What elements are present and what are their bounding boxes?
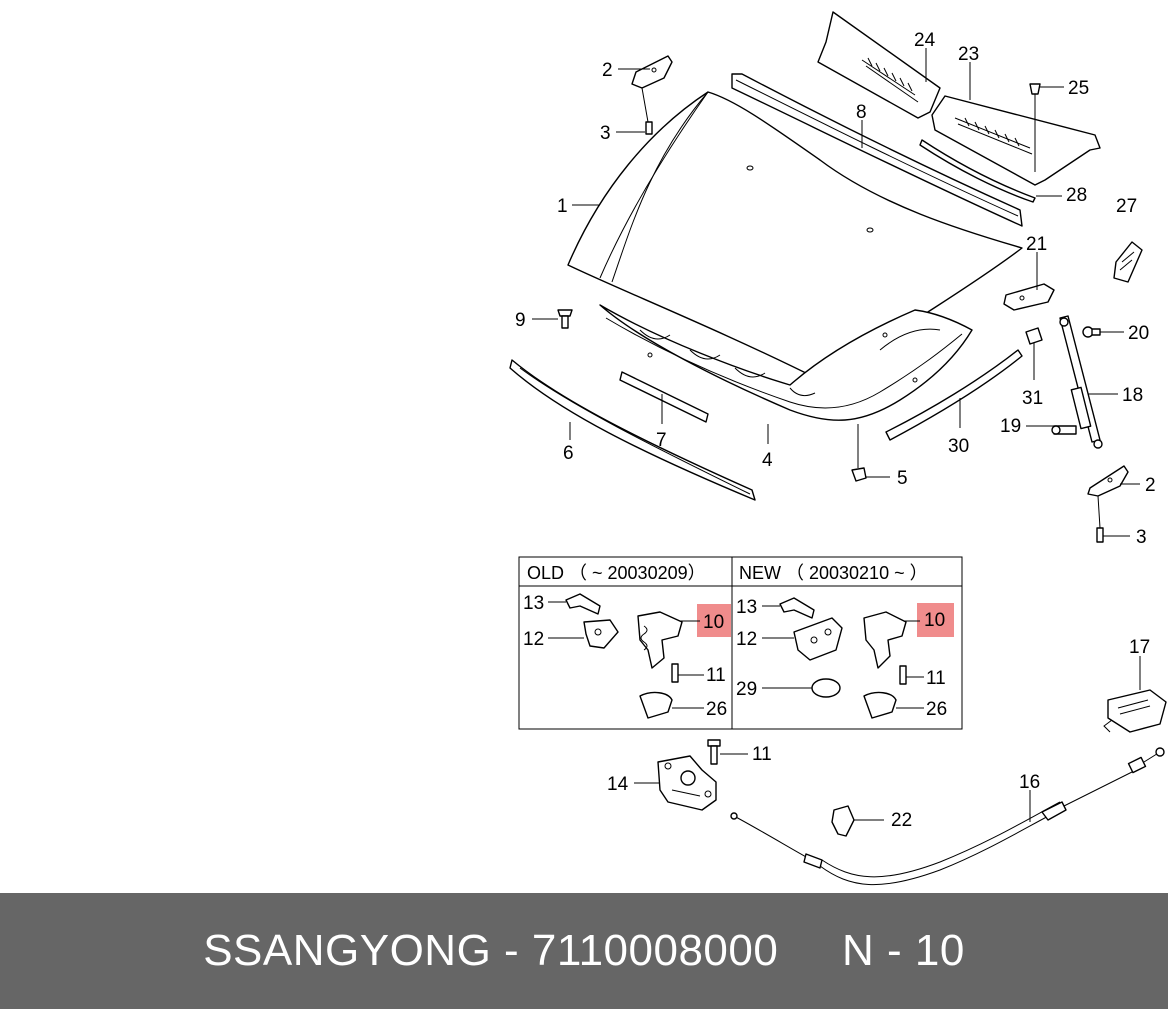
emblem [1113,241,1143,283]
center-seal [619,371,709,423]
new-label-29: 29 [736,679,757,700]
latch-bolt [707,739,748,765]
hood-hinge-upper [631,55,673,135]
label-5: 5 [897,468,908,489]
old-label-26: 26 [706,699,727,720]
new-label-10: 10 [924,610,945,631]
label-11: 11 [752,744,772,765]
gas-strut [1059,315,1103,449]
label-8: 8 [856,102,867,123]
part-number-banner: SSANGYONG - 7110008000 N - 10 [0,893,1168,1009]
old-label-11: 11 [706,665,726,686]
label-22: 22 [891,810,912,831]
leader-lines [532,48,1140,537]
hood-hinge-lower [1087,465,1129,543]
bumper-stop [557,309,573,329]
old-label-12: 12 [523,629,544,650]
strut-clip [1025,327,1043,345]
label-23: 23 [958,44,979,65]
new-label-26: 26 [926,699,947,720]
hood-inner-frame [599,304,973,421]
cowl-seal [731,73,1023,227]
label-14: 14 [607,774,629,795]
cowl-top-panel-right [931,95,1101,186]
new-header: NEW （ 20030210 ~ ） [739,563,928,583]
front-seal-strip [509,359,756,501]
washer-nozzle [1029,83,1041,172]
release-handle [1103,656,1167,733]
label-24: 24 [914,30,936,51]
label-3-lower: 3 [1136,527,1147,548]
clip [851,424,867,482]
label-9: 9 [515,310,526,331]
cowl-top-panel-left [817,11,941,119]
label-16: 16 [1019,772,1040,793]
label-27: 27 [1116,196,1137,217]
hood-latch [634,755,717,811]
label-2-upper: 2 [602,60,613,81]
label-21: 21 [1026,234,1047,255]
lower-callout-labels: 11 14 16 17 22 [607,637,1150,831]
label-25: 25 [1068,78,1089,99]
ball-stud-lower [1051,425,1077,435]
rear-seal [885,349,1023,441]
label-2-lower: 2 [1145,475,1156,496]
release-cable [730,747,1165,886]
old-header: OLD （ ~ 20030209） [527,563,706,583]
cable-clip [831,805,884,837]
label-18: 18 [1122,385,1143,406]
weatherstrip [919,139,1036,203]
label-4: 4 [762,450,773,471]
parts-diagram: 2 3 1 9 8 24 23 25 28 27 21 20 31 18 19 … [509,11,1167,886]
label-30: 30 [948,436,969,457]
old-label-13: 13 [523,593,544,614]
label-1: 1 [557,196,568,217]
callout-labels: 2 3 1 9 8 24 23 25 28 27 21 20 31 18 19 … [515,30,1156,548]
strut-bracket [1003,283,1055,311]
new-label-13: 13 [736,597,757,618]
label-3-upper: 3 [600,123,611,144]
label-6: 6 [563,443,574,464]
label-17: 17 [1129,637,1150,658]
label-31: 31 [1022,388,1043,409]
label-28: 28 [1066,185,1087,206]
part-number-text: SSANGYONG - 7110008000 N - 10 [203,926,965,975]
old-label-10: 10 [703,612,724,633]
new-label-12: 12 [736,629,757,650]
new-label-11: 11 [926,668,946,689]
label-20: 20 [1128,323,1149,344]
ball-stud-upper [1082,326,1101,338]
label-7: 7 [656,430,667,451]
label-19: 19 [1000,416,1021,437]
latch-variants-inset: OLD （ ~ 20030209） NEW （ 20030210 ~ ） 13 … [518,556,963,730]
